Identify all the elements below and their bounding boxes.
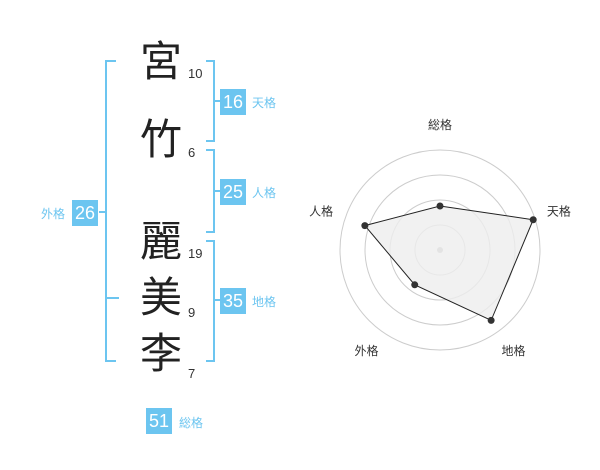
chikaku-bracket xyxy=(206,240,215,362)
radar-axis-label: 人格 xyxy=(309,203,333,218)
name-character: 宮 xyxy=(139,37,182,86)
name-character: 竹 xyxy=(139,115,182,164)
soukaku-label: 総格 xyxy=(179,416,204,430)
radar-axis-label: 天格 xyxy=(547,203,571,218)
stroke-count: 10 xyxy=(188,66,203,81)
radar-point xyxy=(436,202,444,210)
jinkaku-bracket xyxy=(206,149,215,233)
radar-axis-label: 外格 xyxy=(355,343,379,358)
name-character: 李 xyxy=(139,329,182,378)
chikaku-value-badge: 35 xyxy=(220,288,246,314)
radar-point xyxy=(361,222,369,230)
name-character: 麗 xyxy=(139,217,182,266)
radar-ring xyxy=(339,149,541,351)
gaikaku-bracket-tick xyxy=(99,211,105,213)
radar-axis-label: 地格 xyxy=(501,343,525,358)
name-character: 美 xyxy=(139,273,182,322)
gaikaku-label: 外格 xyxy=(41,207,66,221)
stroke-count: 19 xyxy=(188,246,203,261)
tenkaku-value-badge: 16 xyxy=(220,89,246,115)
gaikaku-value-badge: 26 xyxy=(72,200,98,226)
radar-point xyxy=(487,316,495,324)
jinkaku-bracket-tick xyxy=(215,190,220,192)
radar-point xyxy=(411,281,419,289)
soukaku-value-badge: 51 xyxy=(146,408,172,434)
stroke-count: 6 xyxy=(188,145,196,160)
radar-axis-label: 総格 xyxy=(428,117,452,132)
radar-polygon xyxy=(363,205,534,322)
chikaku-bracket-tick xyxy=(215,299,220,301)
tenkaku-bracket xyxy=(206,60,215,142)
tenkaku-bracket-tick xyxy=(215,100,220,102)
jinkaku-label: 人格 xyxy=(252,186,277,200)
gaikaku-bracket-inner-tick xyxy=(105,297,119,299)
chikaku-label: 地格 xyxy=(252,295,277,309)
jinkaku-value-badge: 25 xyxy=(220,179,246,205)
gaikaku-bracket xyxy=(105,60,116,362)
stroke-count: 9 xyxy=(188,305,196,320)
stroke-count: 7 xyxy=(188,366,196,381)
tenkaku-label: 天格 xyxy=(252,96,277,110)
radar-point xyxy=(529,216,537,224)
